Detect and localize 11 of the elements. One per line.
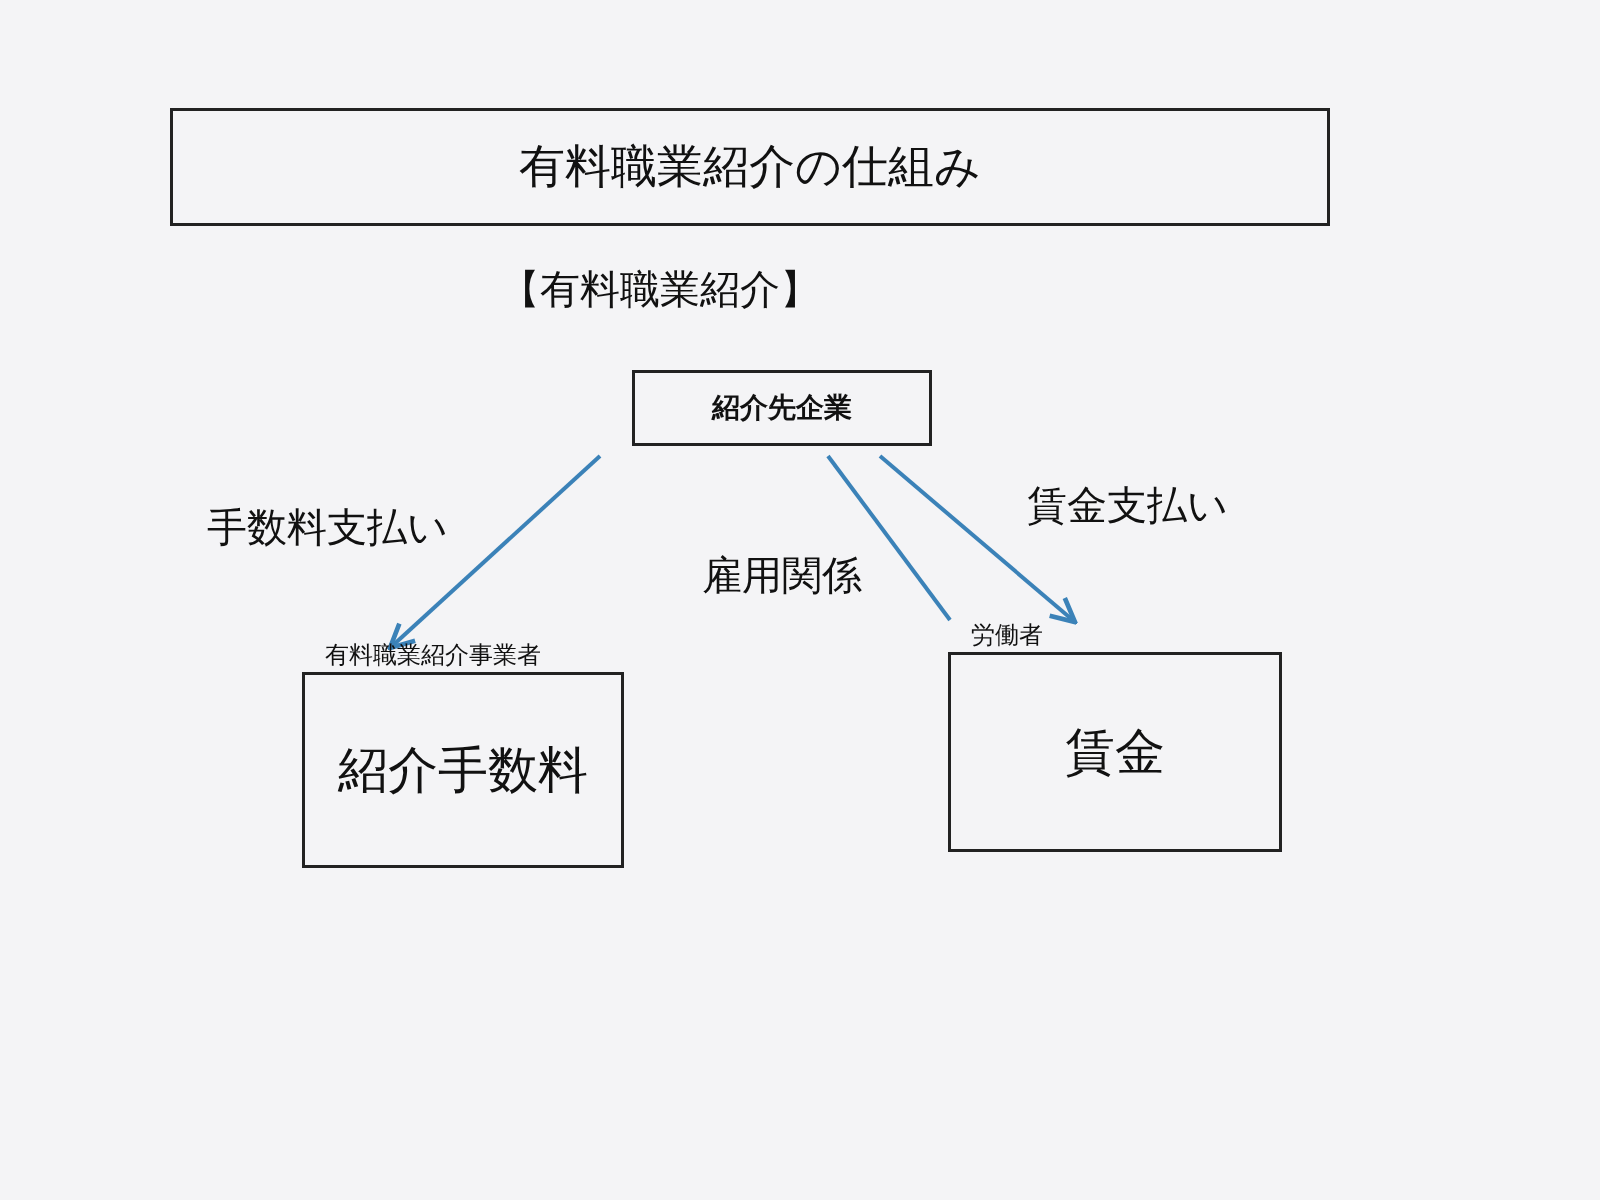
- node-heading: 有料職業紹介事業者: [325, 640, 541, 671]
- arrow: [387, 454, 602, 651]
- node-text: 紹介先企業: [712, 390, 852, 426]
- arrow: [878, 454, 1078, 625]
- connector-line: [826, 454, 952, 622]
- node-heading: 労働者: [971, 620, 1043, 651]
- text-box: [632, 370, 932, 446]
- title-box: 有料職業紹介の仕組み: [170, 108, 1330, 226]
- section-heading: 【有料職業紹介】: [500, 265, 820, 314]
- node-text: 賃金: [1065, 721, 1165, 783]
- node-text: 紹介手数料: [338, 739, 588, 801]
